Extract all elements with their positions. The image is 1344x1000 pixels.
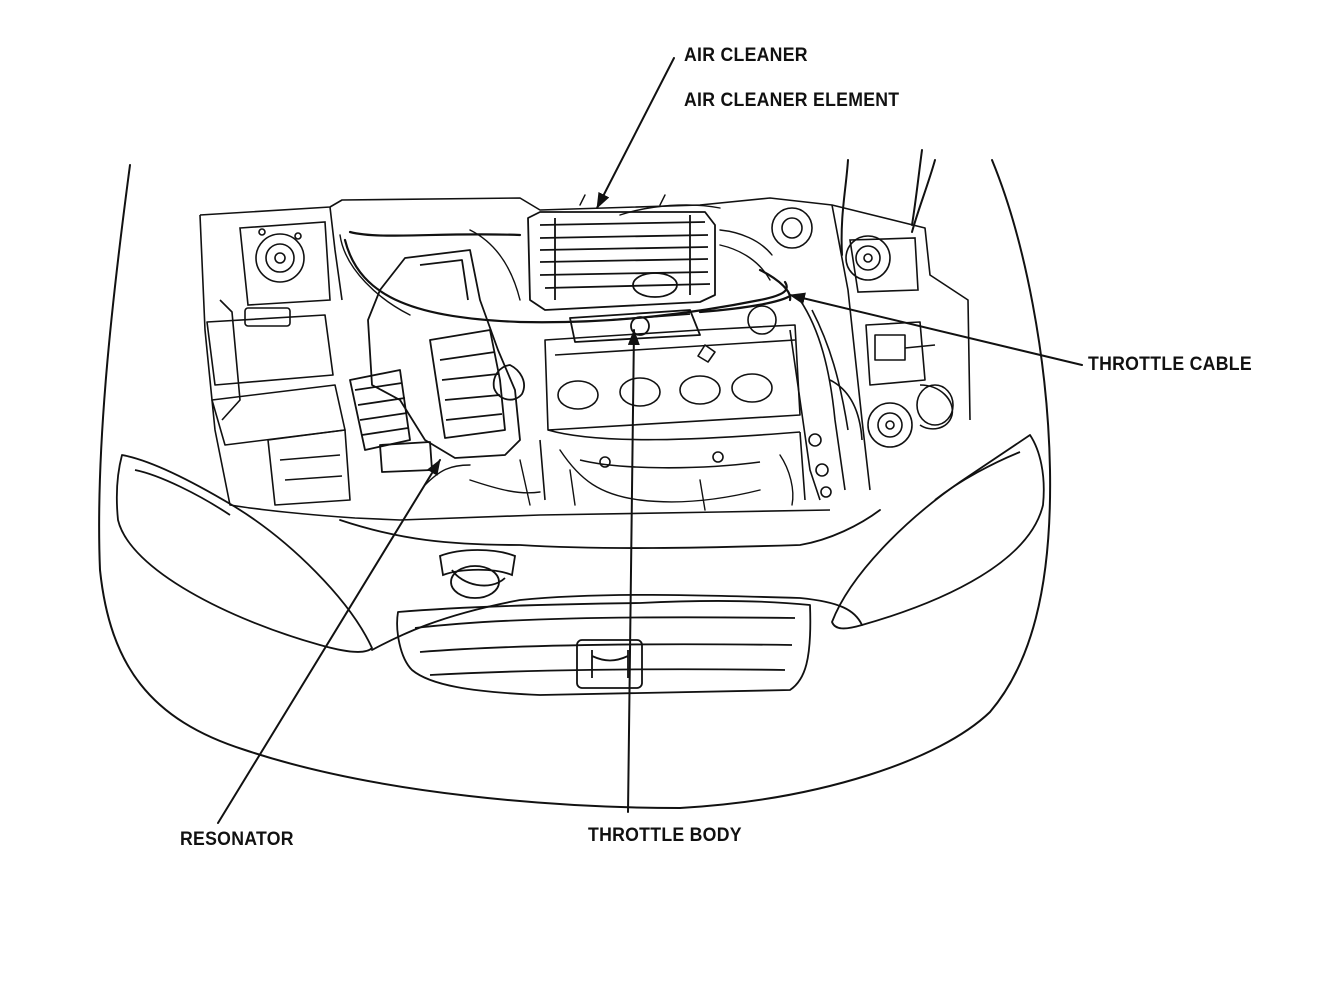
left-headlight [115, 454, 373, 653]
leader-lines [217, 57, 1083, 824]
air-cleaner-label: AIR CLEANER [684, 45, 808, 66]
resonator-intake-duct [349, 249, 521, 473]
battery-box [206, 307, 351, 506]
throttle-body-label: THROTTLE BODY [588, 825, 742, 846]
right-headlight [831, 434, 1045, 630]
resonator-label: RESONATOR [180, 829, 294, 850]
car-body-outline [98, 149, 1052, 809]
air-cleaner-element-label: AIR CLEANER ELEMENT [684, 90, 900, 111]
engine-bay-hoses [339, 194, 794, 511]
front-grille [396, 600, 812, 696]
engine-bay-frame [199, 197, 971, 521]
hood-front-edge [339, 509, 881, 651]
right-side-components [789, 299, 954, 501]
throttle-body-leader [627, 329, 640, 813]
engine-valve-cover [539, 305, 806, 501]
air-cleaner-leader [596, 57, 675, 209]
resonator-leader [217, 459, 441, 824]
throttle-cable-leader [789, 292, 1083, 366]
throttle-body-assembly [492, 309, 701, 401]
left-strut-tower [239, 221, 331, 306]
air-cleaner-housing [527, 211, 716, 311]
hood-latch [438, 549, 517, 599]
throttle-cable-label: THROTTLE CABLE [1088, 354, 1252, 375]
right-strut-tower [771, 207, 919, 448]
